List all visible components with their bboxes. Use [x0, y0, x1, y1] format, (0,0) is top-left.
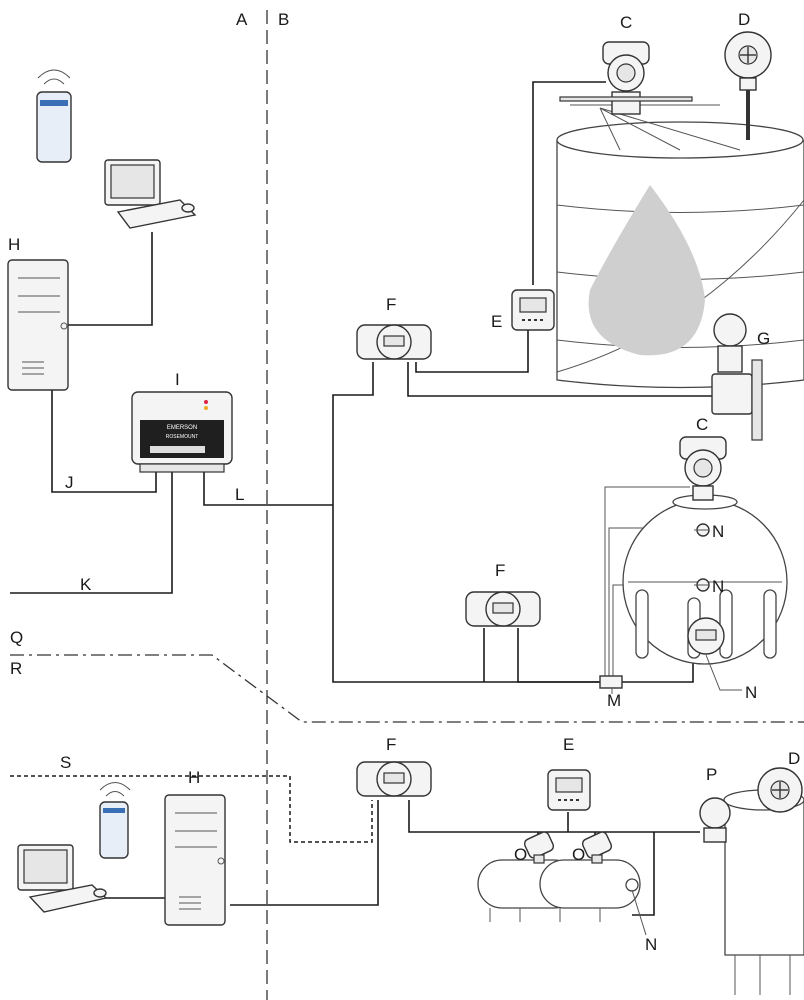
junction-box-f-lower: [356, 761, 432, 797]
label-h-top: H: [8, 235, 20, 254]
label-c-sphere: C: [696, 415, 708, 434]
label-d-top: D: [738, 10, 750, 29]
zone-divider-q-r: [10, 654, 804, 723]
junction-box-f-middle: [465, 591, 541, 627]
label-o-1: O: [514, 845, 527, 864]
label-f-upper: F: [386, 295, 396, 314]
mobile-device-top: [36, 69, 72, 163]
system-hub-i: EMERSON ROSEMOUNT: [131, 391, 233, 473]
leader-lines: [611, 529, 742, 936]
label-h-bottom: H: [188, 768, 200, 787]
small-vertical-tank: [723, 789, 804, 995]
zone-label-b: B: [278, 10, 289, 29]
hub-product-text: ROSEMOUNT: [166, 434, 199, 440]
label-g: G: [757, 329, 770, 348]
sensor-o-1: [523, 831, 555, 864]
component-labels: C D H I F E G C J L K N F N N M F E D P …: [8, 10, 800, 954]
label-n-3: N: [745, 683, 757, 702]
splitter-m: [599, 675, 623, 689]
label-d-lower: D: [788, 749, 800, 768]
liquid-drop-symbol: [588, 185, 705, 356]
label-i: I: [175, 370, 180, 389]
zone-label-q: Q: [10, 628, 23, 647]
label-n-2: N: [712, 577, 724, 596]
label-f-lower: F: [386, 735, 396, 754]
sensor-o-2: [581, 831, 613, 864]
radar-transmitter-c-sphere: [679, 436, 727, 501]
display-unit-e-upper: [511, 289, 555, 331]
zone-labels: A B Q R S: [10, 10, 289, 772]
pressure-transmitter-g: [711, 313, 763, 441]
zone-label-a: A: [236, 10, 248, 29]
label-f-middle: F: [495, 561, 505, 580]
workstation-top: [104, 159, 197, 229]
label-l: L: [235, 485, 244, 504]
level-gauge-d-lower: [757, 767, 803, 813]
level-gauge-d-top: [724, 31, 772, 140]
transmitter-n-3: [687, 617, 725, 655]
label-p: P: [706, 765, 717, 784]
server-bottom: [164, 794, 226, 926]
label-e-upper: E: [491, 312, 502, 331]
zone-label-r: R: [10, 659, 22, 678]
display-unit-e-lower: [547, 769, 591, 811]
zone-label-s: S: [60, 753, 71, 772]
hub-brand-text: EMERSON: [167, 425, 197, 431]
label-e-lower: E: [563, 735, 574, 754]
horizontal-tanks: [477, 859, 641, 922]
label-n-4: N: [645, 935, 657, 954]
label-m: M: [607, 691, 621, 710]
label-o-2: O: [572, 845, 585, 864]
label-n-1: N: [712, 522, 724, 541]
junction-box-f-upper: [356, 324, 432, 360]
server-top: [7, 259, 69, 391]
label-j: J: [65, 473, 74, 492]
label-k: K: [80, 575, 92, 594]
radar-transmitter-c-top: [559, 41, 693, 115]
transmitter-p: [699, 797, 731, 843]
mobile-device-bottom: [99, 782, 131, 859]
label-c-top: C: [620, 13, 632, 32]
workstation-bottom: [17, 844, 108, 913]
